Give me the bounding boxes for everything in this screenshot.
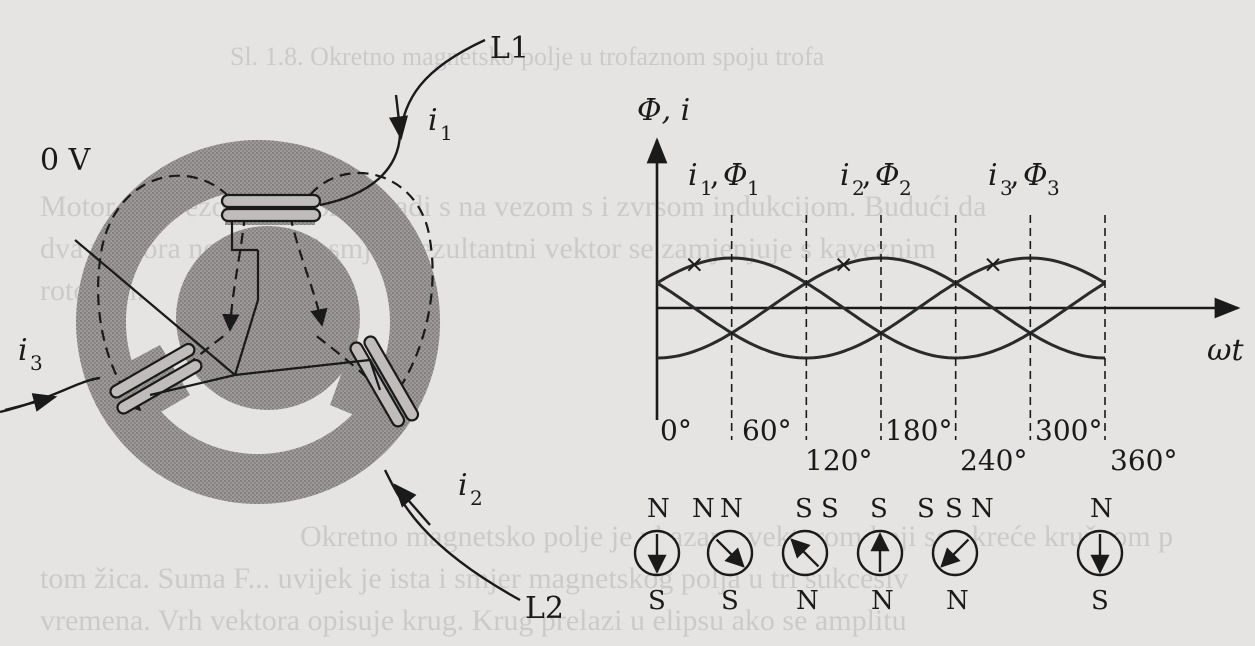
svg-text:3: 3 (1047, 176, 1060, 200)
label-0v: 0 V (40, 143, 92, 178)
compass-top-label: N (1090, 494, 1113, 524)
compass-bottom-label: S (648, 586, 666, 616)
line-l2 (383, 469, 521, 602)
field-compass-3: S N S (781, 494, 839, 616)
motor-diagram: L1 L2 0 V i 1 i 2 i 3 (0, 31, 564, 626)
angle-label-360: 360° (1110, 444, 1177, 477)
svg-text:3: 3 (1000, 176, 1013, 200)
star-connection (74, 239, 382, 397)
angle-label-240: 240° (960, 444, 1027, 477)
angle-label-120: 120° (805, 444, 872, 477)
arrow-i2 (393, 483, 431, 526)
svg-text:3: 3 (30, 351, 43, 375)
svg-text:2: 2 (899, 176, 912, 200)
svg-text:Φ: Φ (875, 158, 900, 193)
compass-top-label: N (647, 494, 670, 524)
label-i3: i 3 (18, 333, 43, 375)
svg-text:,: , (710, 158, 720, 193)
svg-text:i: i (988, 158, 998, 193)
compass-top-label: N (720, 494, 743, 524)
compass-side-left-label: N (692, 494, 715, 524)
compass-top-label: S (870, 494, 888, 524)
field-compass-2: N S N (692, 494, 754, 616)
peak-label-2: i 2 , Φ 2 (840, 158, 912, 200)
svg-text:i: i (688, 158, 698, 193)
peak-label-1: i 1 , Φ 1 (688, 158, 760, 200)
y-axis-label: Φ, i (637, 93, 690, 128)
svg-text:1: 1 (700, 176, 713, 200)
compass-bottom-label: N (871, 586, 894, 616)
field-compass-4: SN (856, 494, 904, 616)
compass-side-right-label: S (821, 494, 839, 524)
peak-label-3: i 3 , Φ 3 (988, 158, 1060, 200)
field-vector-arrow (940, 538, 970, 568)
peak-marker-3 (986, 257, 1000, 272)
field-compass-6: NS (1076, 494, 1124, 616)
svg-text:i: i (428, 103, 438, 138)
label-l2: L2 (525, 591, 564, 626)
svg-text:2: 2 (470, 486, 483, 510)
svg-text:1: 1 (747, 176, 760, 200)
peak-marker-1 (687, 257, 702, 272)
peak-marker-2 (836, 257, 851, 272)
winding-left (109, 342, 203, 415)
field-vector-arrow (715, 538, 745, 568)
label-i2: i 2 (458, 468, 483, 510)
x-axis-label: ωt (1207, 333, 1244, 368)
svg-text:,: , (1010, 158, 1020, 193)
compass-bottom-label: S (721, 586, 739, 616)
svg-text:,: , (862, 158, 872, 193)
compass-bottom-label: N (796, 586, 819, 616)
phase-markers (730, 215, 1106, 440)
angle-label-0: 0° (660, 414, 692, 447)
angle-label-180: 180° (885, 414, 952, 447)
label-l1: L1 (490, 31, 529, 66)
field-vector-arrow (790, 538, 820, 568)
svg-text:Φ: Φ (1023, 158, 1048, 193)
angle-label-60: 60° (742, 414, 792, 447)
current-arrows (4, 94, 431, 526)
compass-top-label: S (945, 494, 963, 524)
svg-text:Φ: Φ (723, 158, 748, 193)
arrow-i1 (388, 94, 409, 141)
waveform-plot: Φ, i ωt i 1 , Φ 1 i 2 , Φ 2 i 3 , Φ 3 0°… (637, 93, 1244, 477)
svg-text:i: i (458, 468, 468, 503)
arrow-i3 (4, 393, 58, 412)
angle-label-300: 300° (1035, 414, 1102, 447)
compass-bottom-label: S (1091, 586, 1109, 616)
compass-side-right-label: N (971, 494, 994, 524)
svg-text:2: 2 (852, 176, 865, 200)
label-i1: i 1 (428, 103, 453, 145)
svg-text:i: i (840, 158, 850, 193)
compass-top-label: S (795, 494, 813, 524)
winding-top (220, 193, 322, 252)
compass-bottom-label: N (946, 586, 969, 616)
svg-text:1: 1 (440, 121, 453, 145)
compass-side-left-label: S (917, 494, 935, 524)
svg-text:i: i (18, 333, 28, 368)
field-compass-1: NS (633, 494, 681, 616)
